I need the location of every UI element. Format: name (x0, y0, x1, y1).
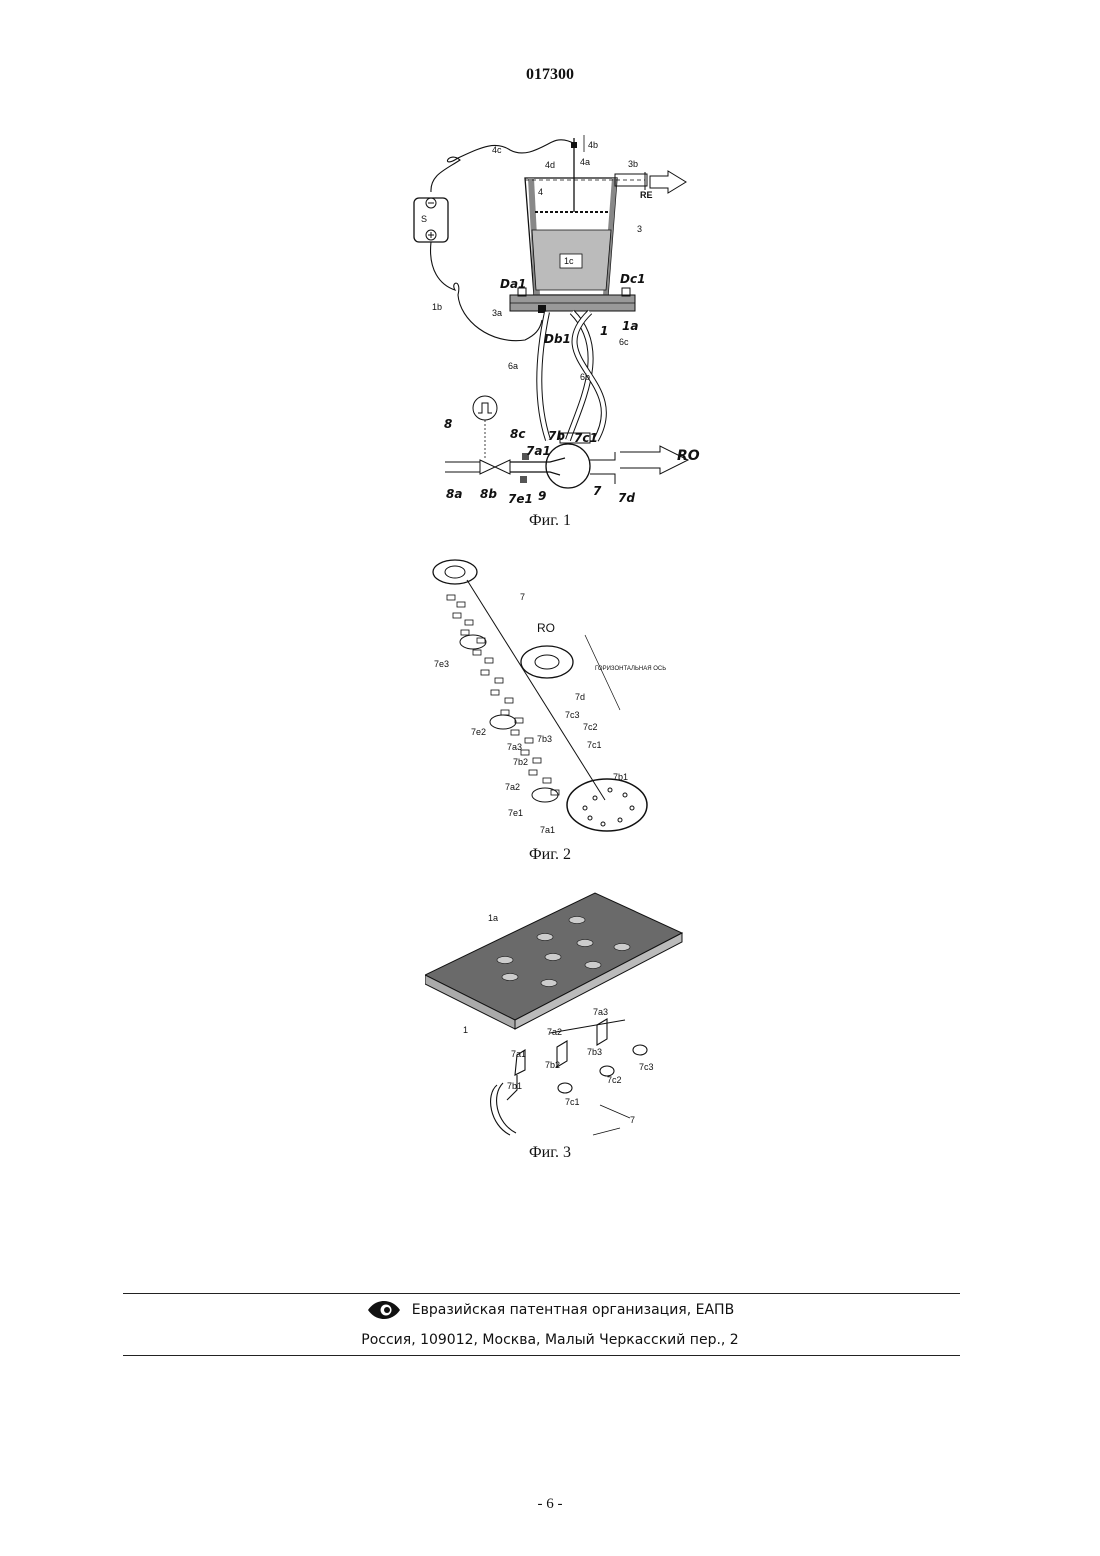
footer-bottom-rule (123, 1355, 960, 1356)
figure-label: 3 (637, 224, 642, 234)
figure-label: 4b (588, 140, 598, 150)
figure-label: 4a (580, 157, 590, 167)
figure-label: RO (537, 621, 555, 635)
figure-label: 7e3 (434, 659, 449, 669)
figure-label: Da1 (500, 277, 526, 291)
figure-1-caption: Фиг. 1 (0, 512, 1100, 530)
figure-label: S (421, 214, 427, 224)
distributor (546, 444, 590, 488)
figure-label: 7c3 (565, 710, 580, 720)
figure-label: 1b (432, 302, 442, 312)
figure-label: 7b3 (537, 734, 552, 744)
eye-logo-icon (366, 1300, 402, 1320)
fig1-label: 4c (492, 145, 502, 155)
figure-label: 7a1 (511, 1049, 526, 1059)
figure-label: 8a (446, 487, 462, 501)
figure-label: 7d (575, 692, 585, 702)
page-number: - 6 - (0, 1496, 1100, 1513)
pulse-generator (473, 396, 497, 420)
figure-label: 7a2 (547, 1027, 562, 1037)
footer-address: Россия, 109012, Москва, Малый Черкасский… (0, 1332, 1100, 1348)
figure-label: 8 (444, 417, 452, 431)
figure-3-caption: Фиг. 3 (0, 1144, 1100, 1162)
figure-label: 3a (492, 308, 502, 318)
figure-label: 7b2 (545, 1060, 560, 1070)
figure-label: 7d (618, 491, 635, 505)
figure-label: 9 (538, 489, 546, 503)
figure-2-drawing: 7 RO ГОРИЗОНТАЛЬНАЯ ОСЬ 7e3 7d 7c3 7c2 7… (425, 550, 695, 845)
figure-label: 7 (630, 1115, 635, 1125)
patent-number: 017300 (0, 66, 1100, 84)
figure-label: 7c3 (639, 1062, 654, 1072)
figure-label: 6b (580, 372, 590, 382)
figure-label: 8b (480, 487, 497, 501)
figure-label: 8c (510, 427, 525, 441)
figure-label: 1a (488, 913, 498, 923)
top-flange (433, 560, 477, 584)
figure-label: 1 (600, 324, 608, 338)
figure-label: 7a3 (507, 742, 522, 752)
organization-name: Евразийская патентная организация, ЕАПВ (412, 1302, 734, 1318)
figure-label: 7 (593, 484, 602, 498)
figure-3-drawing: 1a 1 7a3 7a2 7b3 7a1 7b2 7c2 7c3 7b1 7c1… (425, 885, 685, 1140)
figure-label: 7c1 (587, 740, 602, 750)
figure-label: 7c1 (565, 1097, 580, 1107)
figure-label: 7c1 (574, 431, 598, 445)
figure-label: 7c2 (607, 1075, 622, 1085)
figure-label: Dc1 (620, 272, 645, 286)
figure-label: 7b1 (507, 1081, 522, 1091)
figure-label: 7b2 (513, 757, 528, 767)
figure-label: Db1 (544, 332, 571, 346)
footer-top-rule (123, 1293, 960, 1294)
figure-1-drawing: 4c 4b 4d 4a 3b RE 4 S 3 1c Da1 Dc1 1b 3a… (400, 130, 730, 515)
figure-2-caption: Фиг. 2 (0, 846, 1100, 864)
figure-label: 7e1 (508, 808, 523, 818)
figure-label: 7a1 (540, 825, 555, 835)
figure-label: 7b1 (613, 772, 628, 782)
figure-label: 4d (545, 160, 555, 170)
figure-label: 7b (548, 429, 565, 443)
figure-label: 3b (628, 159, 638, 169)
figure-label: 7e1 (508, 492, 533, 506)
figure-label: 7e2 (471, 727, 486, 737)
figure-label: 7a3 (593, 1007, 608, 1017)
figure-label: 6c (619, 337, 629, 347)
footer-organization: Евразийская патентная организация, ЕАПВ (0, 1300, 1100, 1320)
bottom-flange (567, 779, 647, 831)
figure-label: 7c2 (583, 722, 598, 732)
figure-label: 1a (622, 319, 638, 333)
figure-label: 7a2 (505, 782, 520, 792)
figure-label: 7a1 (526, 444, 551, 458)
figure-label: 7b3 (587, 1047, 602, 1057)
figure-label: 7 (520, 592, 525, 602)
wire-1b (431, 242, 542, 341)
figure-label: RE (640, 190, 653, 200)
figure-label: 1 (463, 1025, 468, 1035)
figure-label: ГОРИЗОНТАЛЬНАЯ ОСЬ (595, 666, 666, 672)
figure-label: 4 (538, 187, 543, 197)
ro-disc (521, 646, 573, 678)
figure-label: RO (677, 448, 700, 464)
figure-label: 6a (508, 361, 518, 371)
figure-label: 1c (564, 256, 574, 266)
axis-line (467, 580, 605, 800)
